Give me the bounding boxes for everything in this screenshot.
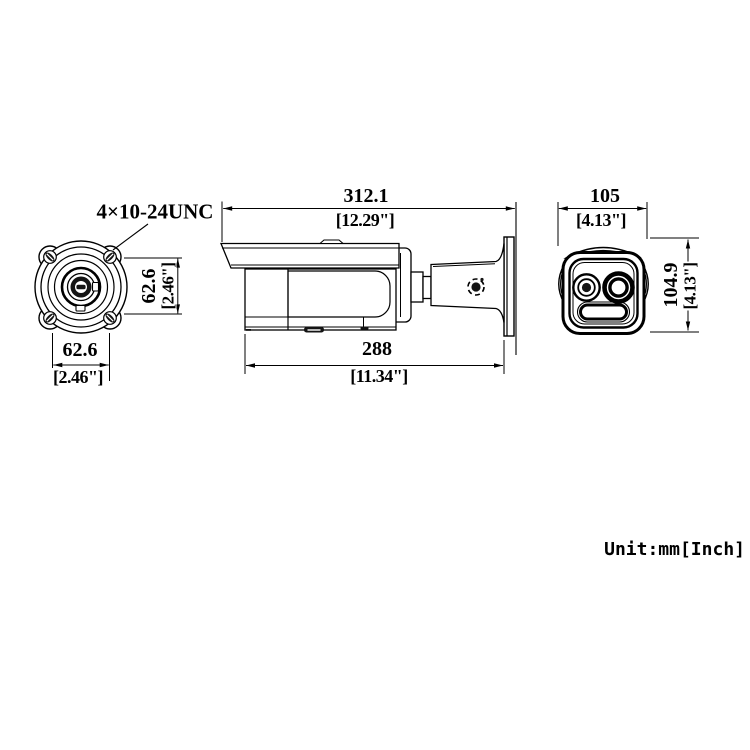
bottom-tick (246, 329, 251, 331)
wall-plate (503, 236, 515, 337)
front-view (34, 223, 149, 334)
joint-neck (410, 271, 424, 303)
lens-aperture (76, 284, 86, 290)
arm-screw (467, 277, 485, 296)
leader-line (112, 223, 149, 251)
thread-spec-label: 4×10-24UNC (96, 199, 214, 224)
rear-width-inch: [4.13"] (575, 210, 627, 230)
front-width-inch: [2.46"] (52, 367, 104, 387)
rear-height-inch: [4.13"] (680, 261, 700, 311)
screw-top-right (103, 250, 117, 264)
mount-ring (47, 253, 115, 321)
mount-arm (430, 243, 505, 323)
tab (75, 304, 86, 312)
camera-body (244, 268, 397, 331)
front-height-mm: 62.6 (138, 268, 160, 304)
front-height-inch: [2.46"] (158, 261, 178, 311)
screw-top-left (43, 250, 57, 264)
mount-ring (53, 259, 109, 315)
front-width-mm: 62.6 (62, 339, 98, 361)
side-total-length-inch: [12.29"] (334, 210, 396, 230)
left-lens (572, 273, 601, 302)
rear-view (558, 246, 649, 335)
bottom-slot (576, 301, 631, 323)
rear-width-mm: 105 (590, 185, 620, 207)
joint-step (422, 275, 432, 300)
screw-bottom-right (103, 311, 117, 325)
side-panel (287, 270, 391, 318)
mount-ring (40, 246, 122, 328)
dimension-lines (52, 201, 699, 381)
side-body-length-mm: 288 (362, 338, 392, 360)
tab (91, 281, 100, 292)
unit-note: Unit:mm[Inch] (604, 539, 745, 560)
sunshade-screw-bump (318, 239, 345, 245)
rear-height-mm: 104.9 (660, 262, 682, 308)
side-total-length-mm: 312.1 (343, 185, 389, 207)
screw-bottom-left (43, 311, 57, 325)
bottom-screw (360, 326, 369, 330)
side-body-length-inch: [11.34"] (349, 366, 409, 386)
sunshade (220, 242, 400, 269)
side-view (220, 202, 517, 355)
face-plate (568, 257, 639, 329)
